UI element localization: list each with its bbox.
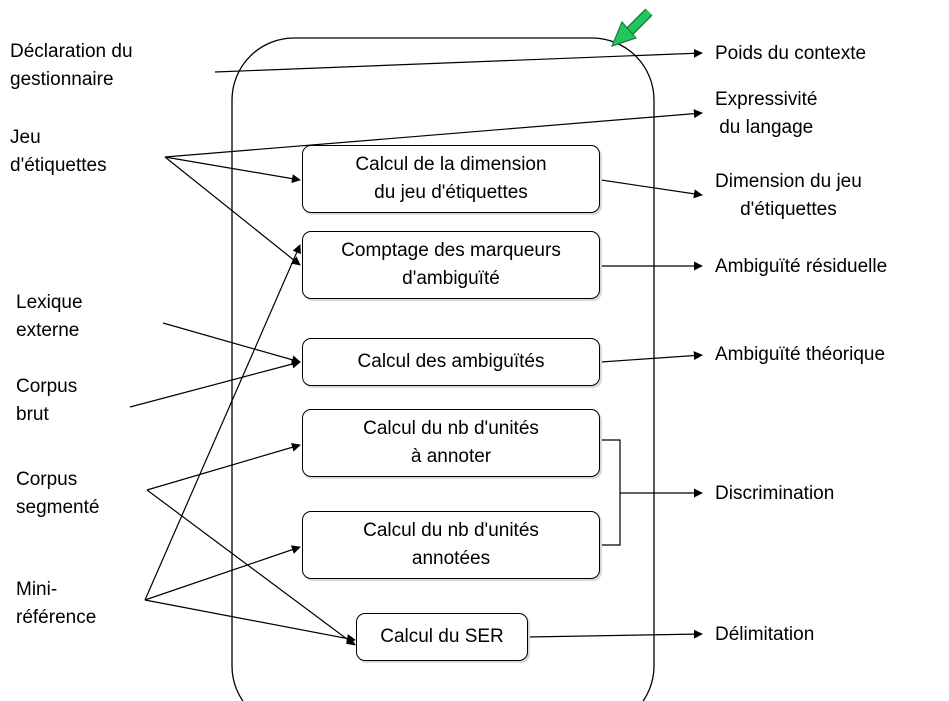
arrow-ser-out	[527, 629, 703, 639]
arrow-dimension-out	[600, 179, 703, 199]
arrow-declaration-poids	[214, 48, 703, 73]
output-poids: Poids du contexte	[715, 43, 867, 64]
output-theorique: Ambiguïté théorique	[715, 344, 886, 365]
arrow-mini-annotees	[144, 545, 301, 601]
process-ser: Calcul du SER	[356, 613, 528, 661]
arrow-jeu-dimension	[164, 156, 301, 184]
arrow-ambiguites-out	[600, 351, 703, 363]
arrow-mini-comptage	[144, 244, 301, 601]
arrow-jeu-comptage	[164, 156, 301, 266]
arrow-corpusbrut-ambiguites	[129, 359, 301, 408]
input-mini-reference: Mini-référence	[16, 579, 97, 628]
process-ambiguites: Calcul des ambiguïtés	[302, 338, 600, 386]
output-delimitation: Délimitation	[715, 624, 815, 645]
green-arrow-icon	[610, 8, 653, 47]
output-discrimination: Discrimination	[715, 483, 835, 504]
arrow-jeu-expressivite	[164, 109, 703, 158]
arrow-segmente-annoter	[146, 442, 301, 491]
process-container	[231, 37, 655, 701]
output-residuelle: Ambiguïté résiduelle	[715, 256, 888, 277]
discrimination-bracket	[601, 439, 621, 546]
arrow-lexique-ambiguites	[162, 322, 301, 365]
arrow-mini-ser	[144, 599, 356, 643]
